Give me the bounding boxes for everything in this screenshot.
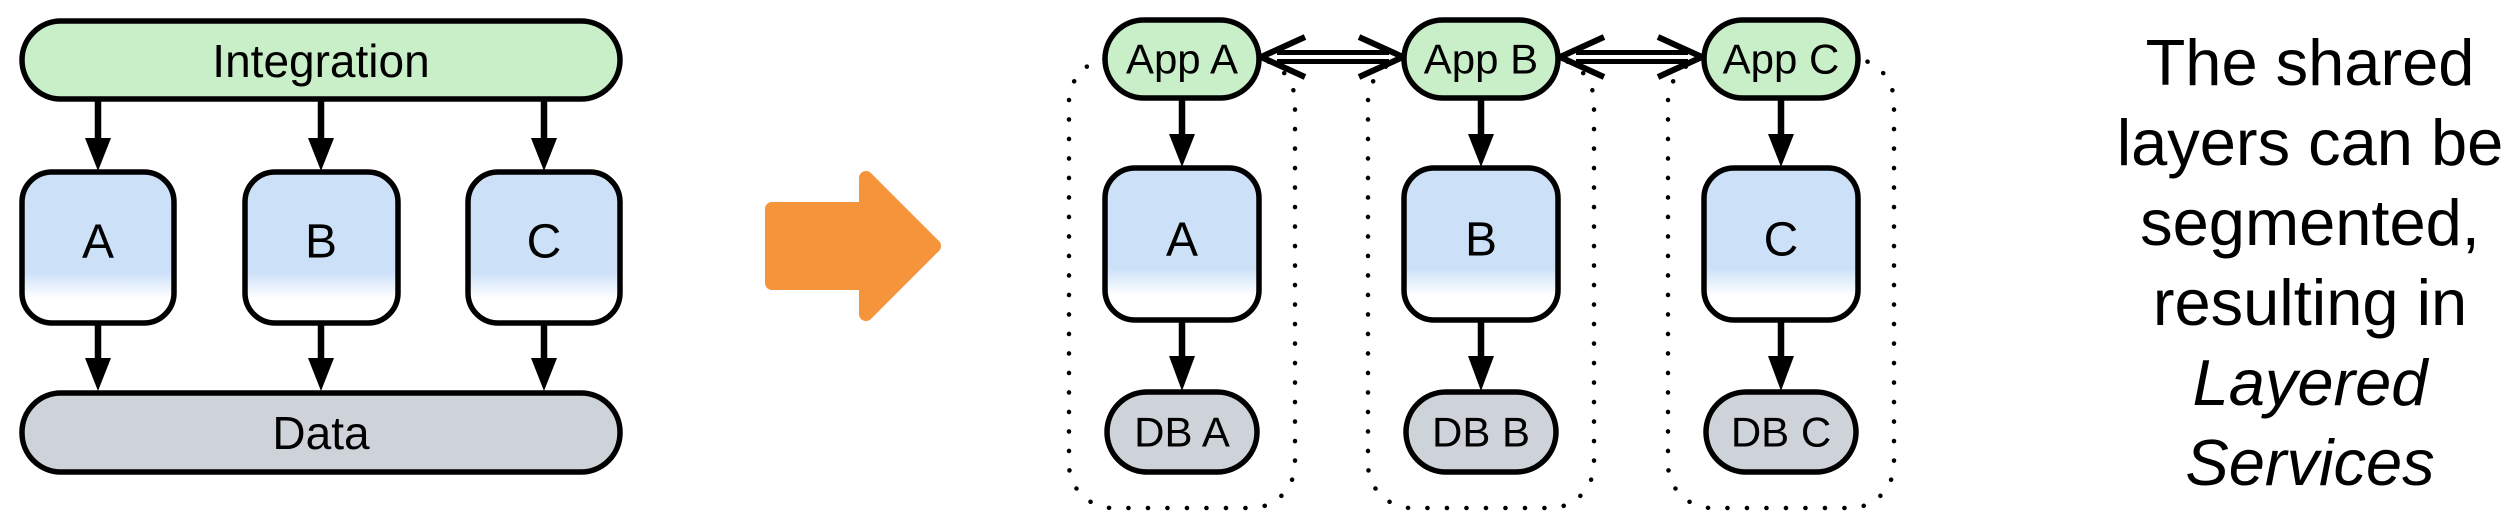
- app-label-a: App A: [1126, 36, 1238, 83]
- arrow-down-integration-c: [531, 99, 557, 171]
- service-box-c: [1701, 165, 1861, 323]
- bidirectional-arrow-appa-appb: [1253, 34, 1411, 80]
- service-box-a: [1102, 165, 1262, 323]
- integration-layer-label: Integration: [212, 35, 429, 87]
- caption-line-5: Layered: [2192, 345, 2428, 419]
- component-label-c: C: [527, 216, 562, 269]
- arrow-down-c-dbc: [1768, 321, 1794, 391]
- arrow-down-c-data: [531, 323, 557, 391]
- arrow-down-appa-a: [1169, 98, 1195, 167]
- segment-boundary-b: [1365, 55, 1597, 511]
- layered-monolith-diagram: Integration A B C: [19, 18, 623, 475]
- arrow-down-b-data: [308, 323, 334, 391]
- layered-services-diagram: App A A DB A App B B: [1066, 17, 1897, 511]
- arrow-down-integration-a: [85, 99, 111, 171]
- component-label-b: B: [305, 216, 337, 269]
- arrow-down-appc-c: [1768, 98, 1794, 167]
- db-label-a: DB A: [1134, 409, 1230, 456]
- caption-line-2: layers can be: [2116, 105, 2504, 179]
- db-pill-b: [1403, 389, 1559, 475]
- arrow-down-b-dbb: [1468, 321, 1494, 391]
- arrow-down-a-dba: [1169, 321, 1195, 391]
- db-pill-a: [1104, 389, 1260, 475]
- service-label-a: A: [1166, 214, 1198, 267]
- service-label-c: C: [1764, 214, 1799, 267]
- arrow-down-a-data: [85, 323, 111, 391]
- caption-line-3: segmented,: [2140, 185, 2480, 259]
- segment-boundary-a: [1066, 55, 1298, 511]
- caption-line-1: The shared: [2145, 25, 2475, 99]
- app-label-b: App B: [1424, 36, 1538, 83]
- service-box-b: [1401, 165, 1561, 323]
- caption-line-4: resulting in: [2152, 265, 2468, 339]
- component-label-a: A: [82, 216, 114, 269]
- caption-line-6: Services: [2185, 425, 2435, 499]
- caption: The shared layers can be segmented, resu…: [2100, 0, 2518, 525]
- segment-boundary-c: [1665, 55, 1897, 511]
- db-label-b: DB B: [1432, 409, 1530, 456]
- data-layer-box: [19, 390, 623, 475]
- app-label-c: App C: [1723, 36, 1840, 83]
- service-label-b: B: [1465, 214, 1497, 267]
- db-label-c: DB C: [1731, 409, 1831, 456]
- db-pill-c: [1703, 389, 1859, 475]
- data-layer-label: Data: [272, 407, 370, 459]
- arrow-down-integration-b: [308, 99, 334, 171]
- bidirectional-arrow-appb-appc: [1552, 34, 1710, 80]
- arrow-down-appb-b: [1468, 98, 1494, 167]
- transform-arrow-icon: [765, 171, 941, 321]
